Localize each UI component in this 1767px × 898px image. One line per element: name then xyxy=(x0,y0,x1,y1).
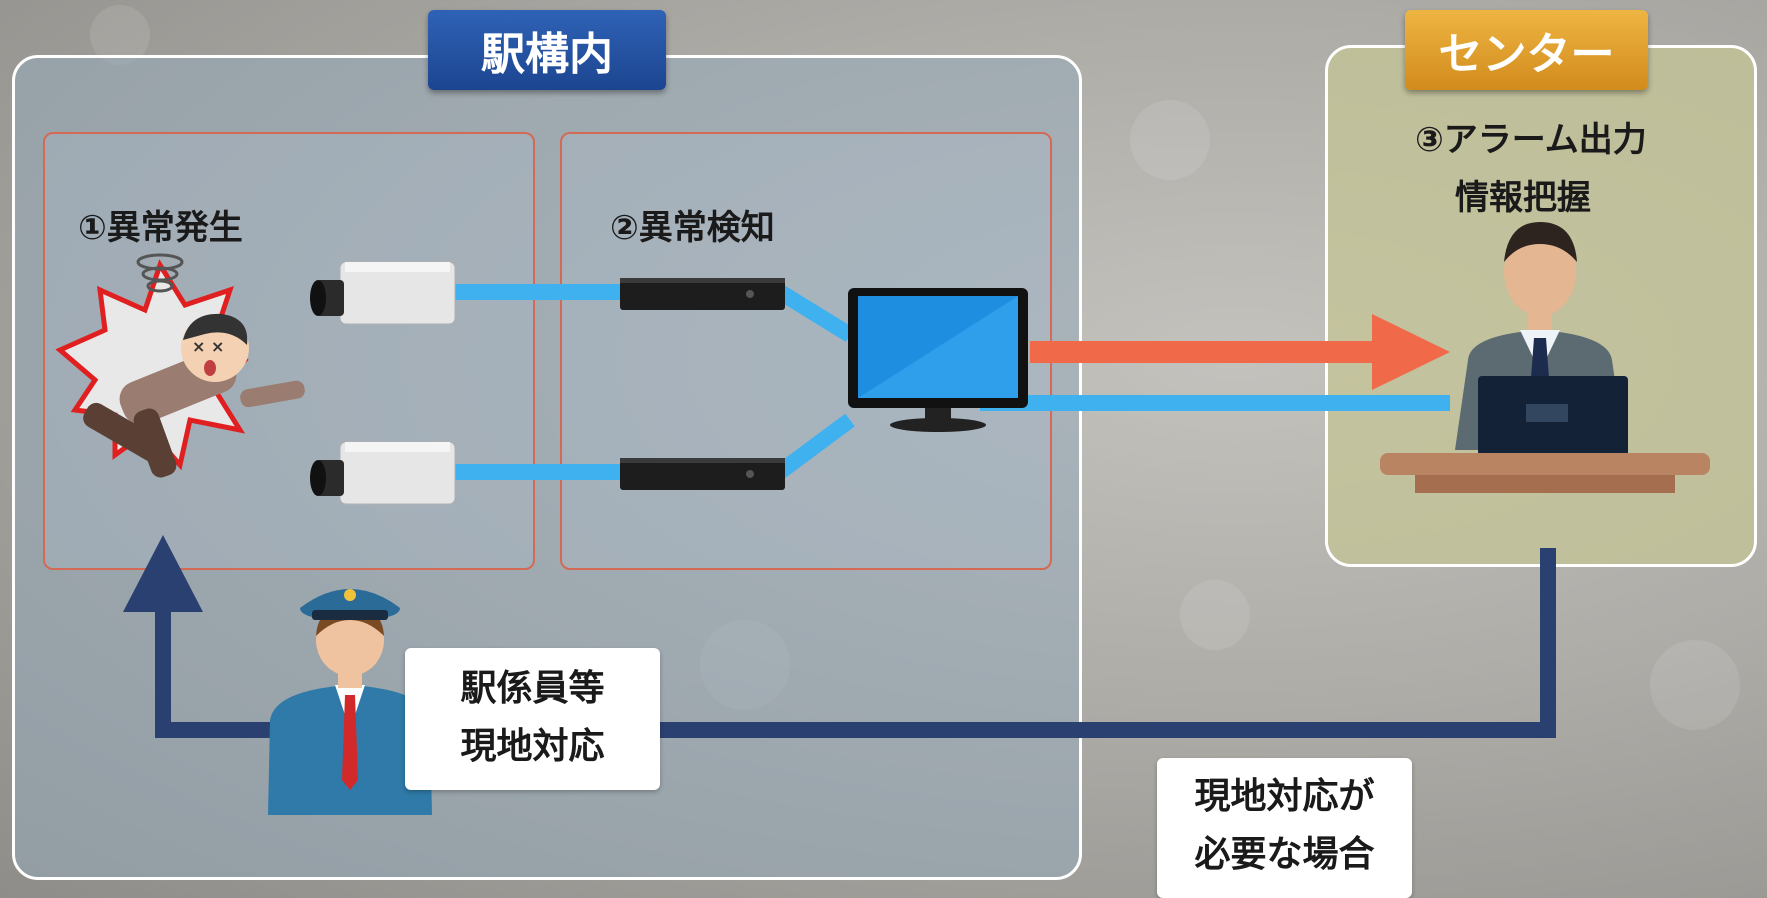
recorder-icon xyxy=(620,458,785,490)
condition-line1: 現地対応が xyxy=(1194,776,1375,817)
bokeh-spot xyxy=(1130,100,1210,180)
injured-person-icon: × × xyxy=(55,259,305,478)
svg-text:× ×: × × xyxy=(192,337,224,356)
camera-icon xyxy=(310,261,456,325)
step3-label: ③アラーム出力 xyxy=(1415,120,1647,160)
center-title: センター xyxy=(1405,10,1648,90)
staff-response-line2: 現地対応 xyxy=(460,726,605,767)
station-staff-icon xyxy=(268,589,432,815)
video-link-lines xyxy=(455,284,1450,480)
bokeh-spot xyxy=(1650,640,1740,730)
step3-sublabel: 情報把握 xyxy=(1455,178,1591,218)
staff-response-box: 駅係員等 現地対応 xyxy=(405,648,660,790)
camera-icon xyxy=(310,441,456,505)
step2-label: ②異常検知 xyxy=(610,208,775,248)
station-title: 駅構内 xyxy=(428,10,666,90)
staff-response-line1: 駅係員等 xyxy=(460,668,605,709)
condition-line2: 必要な場合 xyxy=(1194,834,1375,875)
operator-icon xyxy=(1380,222,1710,493)
alarm-arrow xyxy=(1030,314,1450,390)
recorder-icon xyxy=(620,278,785,310)
monitor-icon xyxy=(848,288,1028,432)
step1-label: ①異常発生 xyxy=(78,208,243,248)
condition-box: 現地対応が 必要な場合 xyxy=(1157,758,1412,898)
dizzy-icon xyxy=(136,253,184,293)
bokeh-spot xyxy=(1180,580,1250,650)
